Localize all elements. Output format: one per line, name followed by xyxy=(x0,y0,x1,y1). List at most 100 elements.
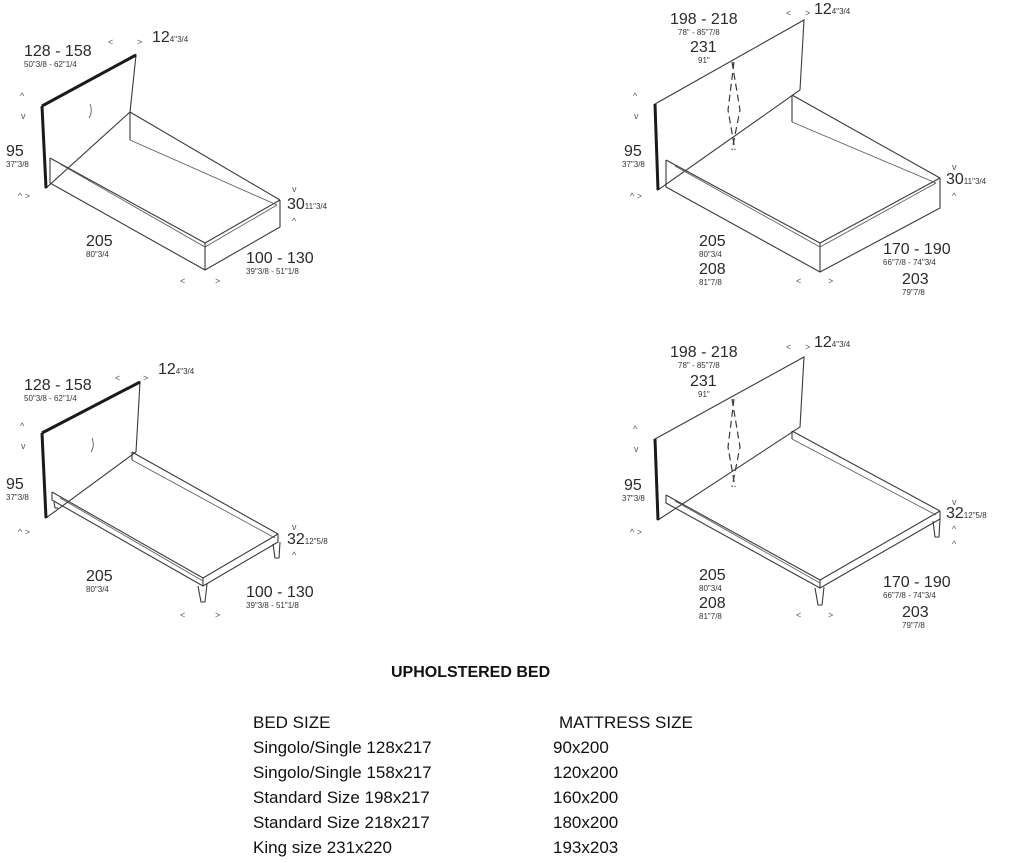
length-king-label: 208 xyxy=(699,261,726,278)
column-header-mattress-size: MATTRESS SIZE xyxy=(559,713,693,732)
arrow-down-icon: v xyxy=(952,162,957,172)
width-king-label: 203 xyxy=(902,604,929,621)
table-row-bed: Standard Size 198x217 xyxy=(253,788,430,807)
bed-drawing-double-base xyxy=(653,19,941,273)
arrow-up-icon: ^ xyxy=(20,91,25,101)
table-row-mattress: 90x200 xyxy=(553,738,609,757)
width-label: 100 - 130 xyxy=(246,250,314,267)
column-header-bed-size: BED SIZE xyxy=(253,713,331,732)
width-label: 170 - 190 xyxy=(883,241,951,258)
height-inches: 37"3/8 xyxy=(622,494,645,503)
arrow-right-icon: > xyxy=(805,342,811,352)
table-title: UPHOLSTERED BED xyxy=(391,664,551,681)
arrow-up-icon: ^ xyxy=(952,191,957,201)
arrow-left-icon: < xyxy=(180,276,186,286)
headboard-depth-label: 12 xyxy=(152,29,170,46)
arrow-left-icon: < xyxy=(796,610,802,620)
headboard-width-king-inches: 91" xyxy=(698,390,710,399)
frame-height-inches: 12"5/8 xyxy=(963,511,987,520)
length-label: 205 xyxy=(699,233,726,250)
arrow-left-icon: < xyxy=(108,37,114,47)
arrow-up-icon: ^ xyxy=(952,524,957,534)
table-row-bed: King size 231x220 xyxy=(253,838,392,857)
arrow-up-icon: ^ > xyxy=(18,191,30,201)
arrow-up-icon: ^ > xyxy=(18,527,30,537)
frame-height-inches: 11"3/4 xyxy=(304,202,328,211)
headboard-depth-inches: 4"3/4 xyxy=(831,7,851,16)
width-inches: 39"3/8 - 51"1/8 xyxy=(246,267,299,276)
headboard-width-inches: 78" - 85"7/8 xyxy=(678,361,720,370)
arrow-down-icon: v xyxy=(21,441,26,451)
arrow-right-icon: > xyxy=(805,8,811,18)
headboard-width-inches: 50"3/8 - 62"1/4 xyxy=(24,394,77,403)
headboard-width-inches: 50"3/8 - 62"1/4 xyxy=(24,60,77,69)
headboard-width-label: 128 - 158 xyxy=(24,43,92,60)
length-label: 205 xyxy=(86,233,113,250)
arrow-down-icon: v xyxy=(292,184,297,194)
table-row-mattress: 120x200 xyxy=(553,763,619,782)
width-inches: 39"3/8 - 51"1/8 xyxy=(246,601,299,610)
width-king-label: 203 xyxy=(902,271,929,288)
length-king-inches: 81"7/8 xyxy=(699,612,722,621)
height-inches: 37"3/8 xyxy=(6,160,29,169)
table-row-bed: Singolo/Single 128x217 xyxy=(253,738,432,757)
arrow-left-icon: < xyxy=(796,276,802,286)
length-king-label: 208 xyxy=(699,595,726,612)
diagram-double-bed-base: 198 - 218 78" - 85"7/8 231 91" < > 124"3… xyxy=(600,0,1011,310)
table-row-bed: Singolo/Single 158x217 xyxy=(253,763,432,782)
arrow-up-icon: ^ xyxy=(292,216,297,226)
headboard-width-label: 198 - 218 xyxy=(670,344,738,361)
arrow-down-icon: v xyxy=(21,111,26,121)
arrow-left-icon: < xyxy=(786,342,792,352)
length-inches: 80"3/4 xyxy=(699,584,722,593)
bed-drawing-single-base xyxy=(40,53,281,271)
width-label: 170 - 190 xyxy=(883,574,951,591)
arrow-up-icon: ^ xyxy=(633,91,638,101)
headboard-width-label: 198 - 218 xyxy=(670,11,738,28)
length-inches: 80"3/4 xyxy=(86,250,109,259)
arrow-left-icon: < xyxy=(115,373,121,383)
diagram-single-bed-legs: 128 - 158 50"3/8 - 62"1/4 < > 124"3/4 ^ … xyxy=(0,340,400,640)
headboard-width-label: 128 - 158 xyxy=(24,377,92,394)
arrow-down-icon: v xyxy=(634,444,639,454)
arrow-right-icon: > xyxy=(828,276,834,286)
arrow-down-icon: v xyxy=(952,497,957,507)
length-inches: 80"3/4 xyxy=(699,250,722,259)
headboard-depth-inches: 4"3/4 xyxy=(175,367,195,376)
height-label: 95 xyxy=(6,143,24,160)
headboard-depth-inches: 4"3/4 xyxy=(831,340,851,349)
bed-drawing-single-legs xyxy=(40,380,281,603)
arrow-up-icon: ^ xyxy=(292,550,297,560)
height-label: 95 xyxy=(624,143,642,160)
headboard-width-king-label: 231 xyxy=(690,373,717,390)
frame-height-label: 32 xyxy=(946,505,964,522)
arrow-left-icon: < xyxy=(786,8,792,18)
headboard-depth-label: 12 xyxy=(814,334,832,351)
arrow-down-icon: v xyxy=(292,522,297,532)
arrow-right-icon: > xyxy=(215,610,221,620)
width-label: 100 - 130 xyxy=(246,584,314,601)
height-label: 95 xyxy=(624,477,642,494)
arrow-right-icon: > xyxy=(143,373,149,383)
arrow-up-icon: ^ xyxy=(633,424,638,434)
headboard-depth-label: 12 xyxy=(814,1,832,18)
headboard-width-king-label: 231 xyxy=(690,39,717,56)
bed-drawing-double-legs xyxy=(653,356,941,606)
arrow-right-icon: > xyxy=(137,37,143,47)
frame-height-label: 32 xyxy=(287,531,305,548)
table-row-mattress: 193x203 xyxy=(553,838,619,857)
height-inches: 37"3/8 xyxy=(6,493,29,502)
diagram-double-bed-legs: 198 - 218 78" - 85"7/8 231 91" < > 124"3… xyxy=(600,335,1011,635)
arrow-right-icon: > xyxy=(215,276,221,286)
width-inches: 66"7/8 - 74"3/4 xyxy=(883,258,936,267)
table-row-bed: Standard Size 218x217 xyxy=(253,813,430,832)
width-king-inches: 79"7/8 xyxy=(902,621,925,630)
headboard-depth-inches: 4"3/4 xyxy=(169,35,189,44)
arrow-down-icon: v xyxy=(634,111,639,121)
width-inches: 66"7/8 - 74"3/4 xyxy=(883,591,936,600)
length-king-inches: 81"7/8 xyxy=(699,278,722,287)
frame-height-label: 30 xyxy=(287,196,305,213)
headboard-width-king-inches: 91" xyxy=(698,56,710,65)
width-king-inches: 79"7/8 xyxy=(902,288,925,297)
length-label: 205 xyxy=(699,567,726,584)
